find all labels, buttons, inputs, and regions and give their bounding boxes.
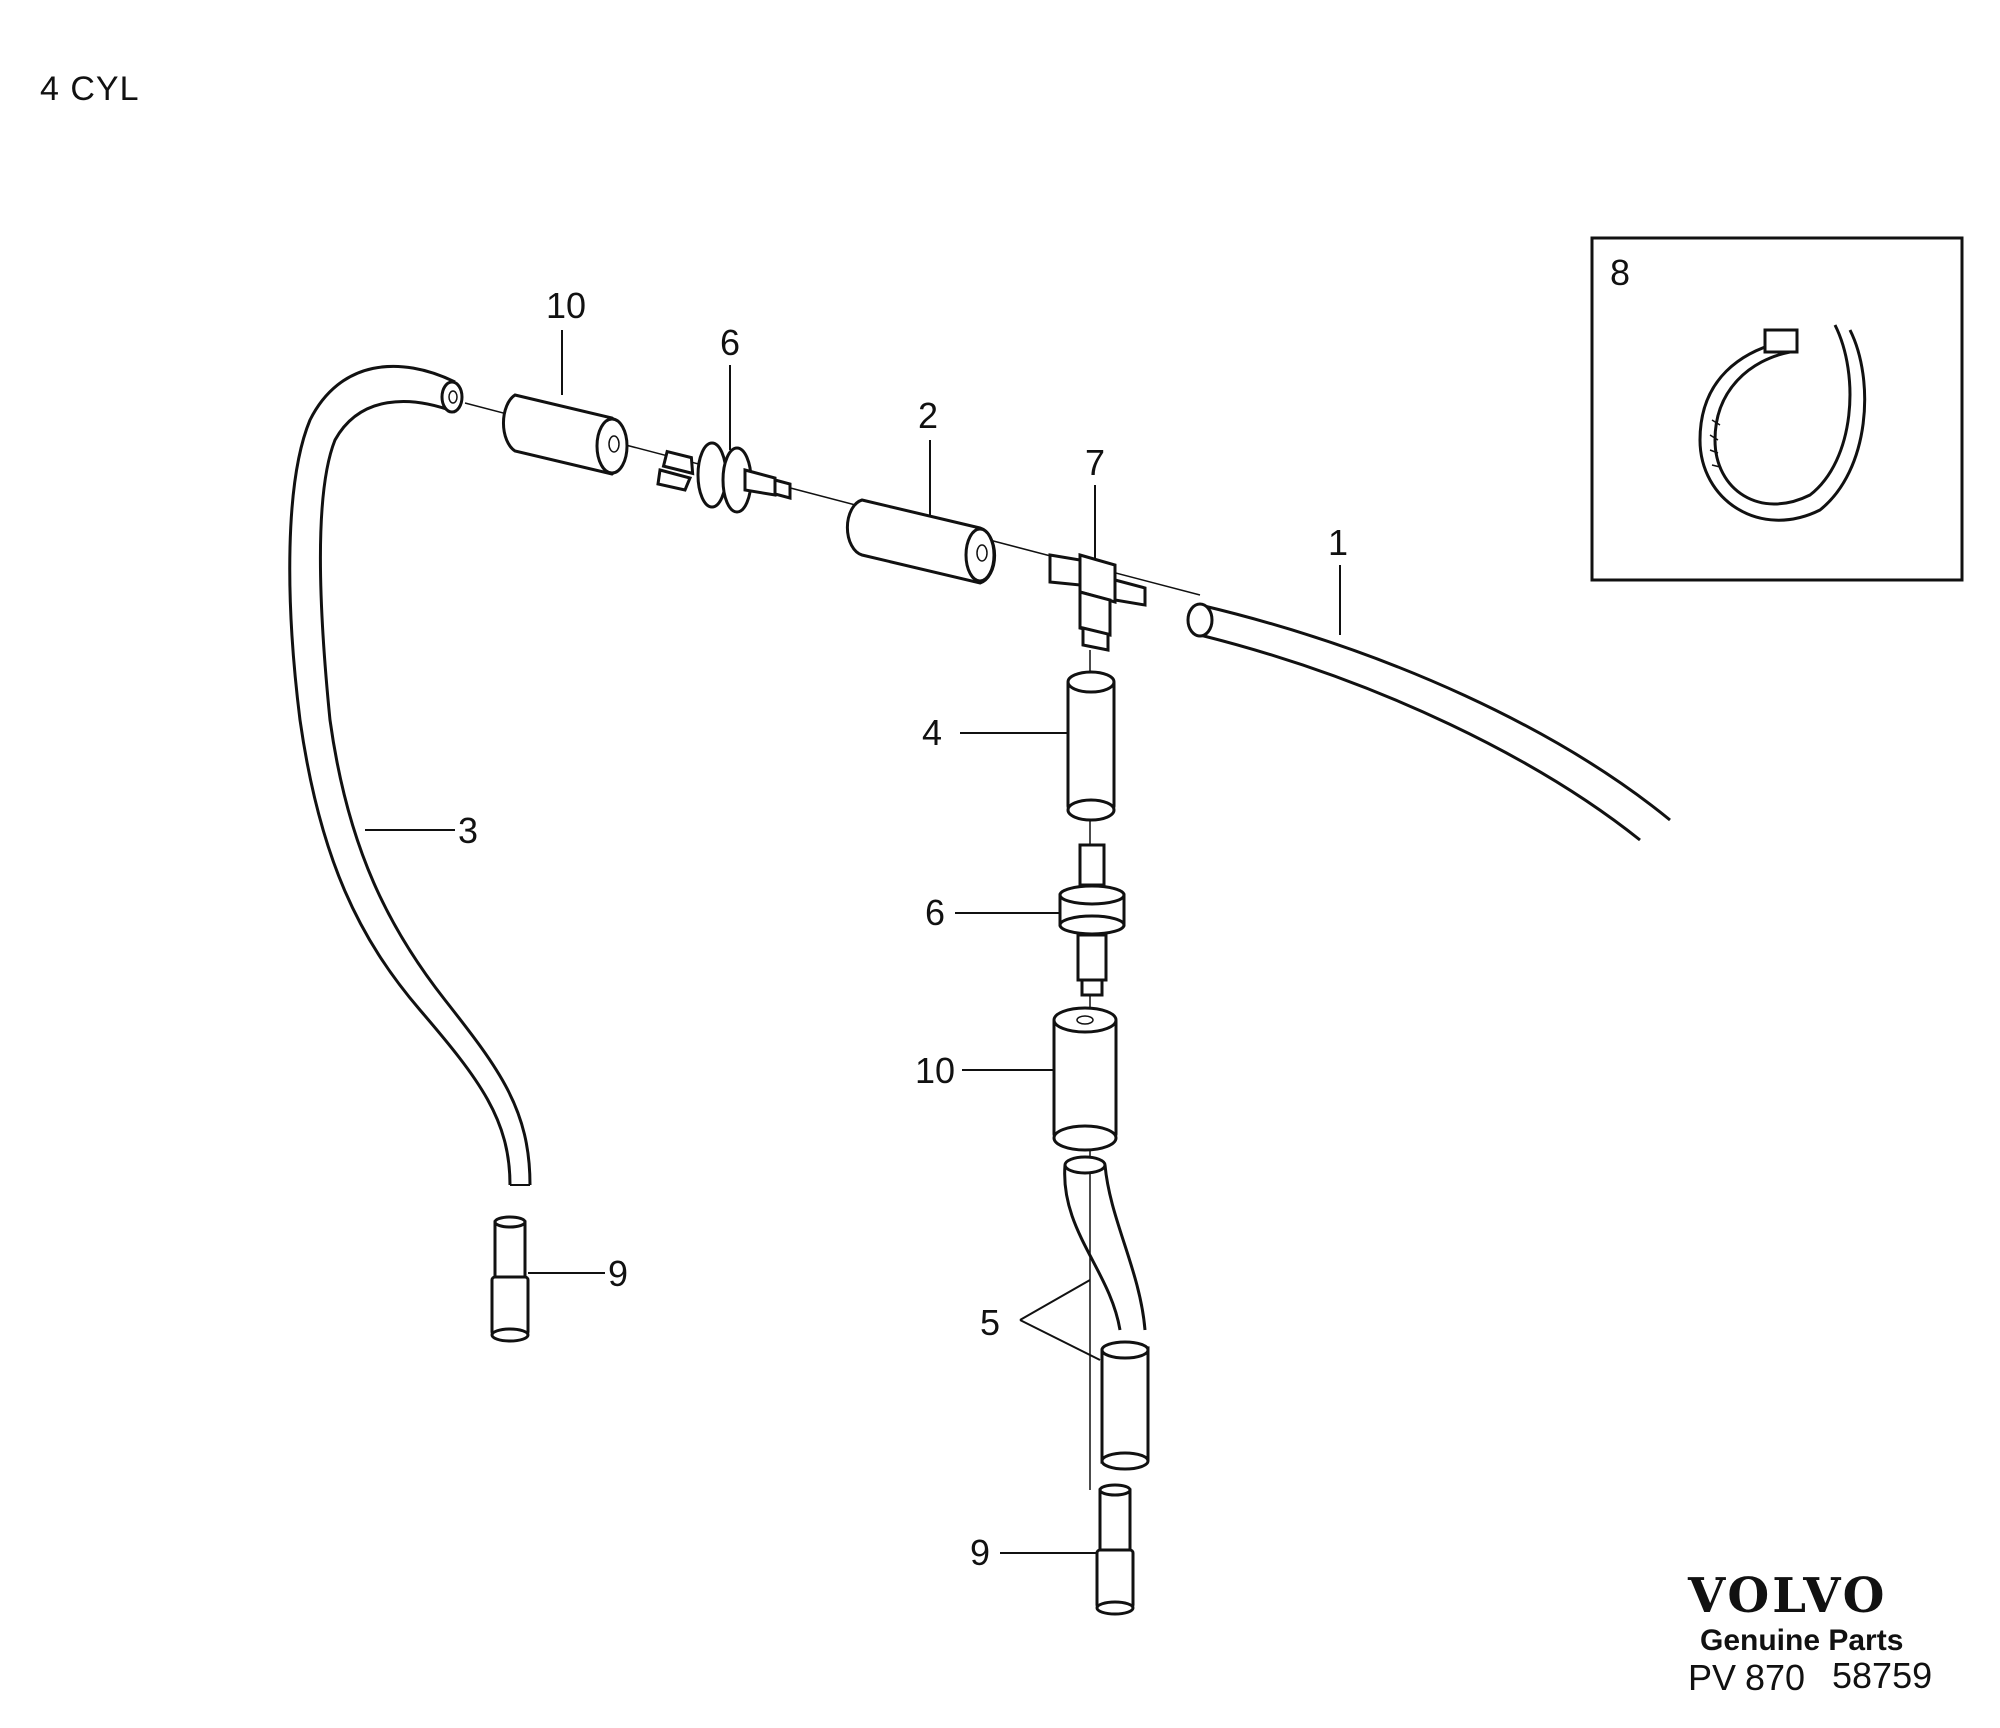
callout-sleeve-top: 10 bbox=[546, 285, 586, 326]
brand-footer: VOLVO Genuine Parts PV 870 58759 bbox=[1687, 1568, 1932, 1698]
sleeve-vertical bbox=[1052, 1006, 1118, 1152]
callout-end-piece-left: 9 bbox=[608, 1253, 628, 1294]
callout-t-piece: 7 bbox=[1085, 442, 1105, 483]
valve-vertical bbox=[1058, 843, 1126, 997]
leader-hose-bottom-lower bbox=[1019, 1319, 1101, 1361]
t-piece bbox=[1048, 553, 1147, 652]
page-title: 4 CYL bbox=[40, 70, 140, 108]
callout-hose-connector-vertical: 4 bbox=[922, 712, 942, 753]
leader-hose-bottom-upper bbox=[1019, 1279, 1091, 1321]
callout-hose-connector-mid: 2 bbox=[918, 395, 938, 436]
callout-end-piece-bottom: 9 bbox=[970, 1532, 990, 1573]
hose-left bbox=[288, 364, 532, 1186]
callout-valve-vertical: 6 bbox=[925, 892, 945, 933]
part-code-number: 870 bbox=[1745, 1657, 1805, 1698]
callout-hose-left: 3 bbox=[458, 810, 478, 851]
end-piece-left bbox=[490, 1215, 530, 1343]
hose-connector-vertical bbox=[1066, 670, 1116, 822]
brand-logo-text: VOLVO bbox=[1687, 1568, 1887, 1624]
callout-clamp-detail: 8 bbox=[1610, 252, 1630, 293]
callout-hose-long: 1 bbox=[1328, 522, 1348, 563]
callout-hose-bottom: 5 bbox=[980, 1302, 1000, 1343]
clamp-detail-box bbox=[1590, 236, 1964, 582]
hose-bottom bbox=[1063, 1155, 1150, 1471]
valve-top bbox=[656, 441, 792, 514]
hose-connector-mid bbox=[845, 498, 997, 585]
callout-valve-top: 6 bbox=[720, 322, 740, 363]
brand-subtitle: Genuine Parts bbox=[1700, 1624, 1903, 1657]
callout-sleeve-vertical: 10 bbox=[915, 1050, 955, 1091]
part-code-prefix: PV bbox=[1688, 1657, 1736, 1698]
part-code-suffix: 58759 bbox=[1832, 1655, 1932, 1696]
hose-long bbox=[1186, 602, 1671, 842]
end-piece-bottom bbox=[1095, 1483, 1135, 1616]
sleeve-top bbox=[501, 393, 629, 476]
